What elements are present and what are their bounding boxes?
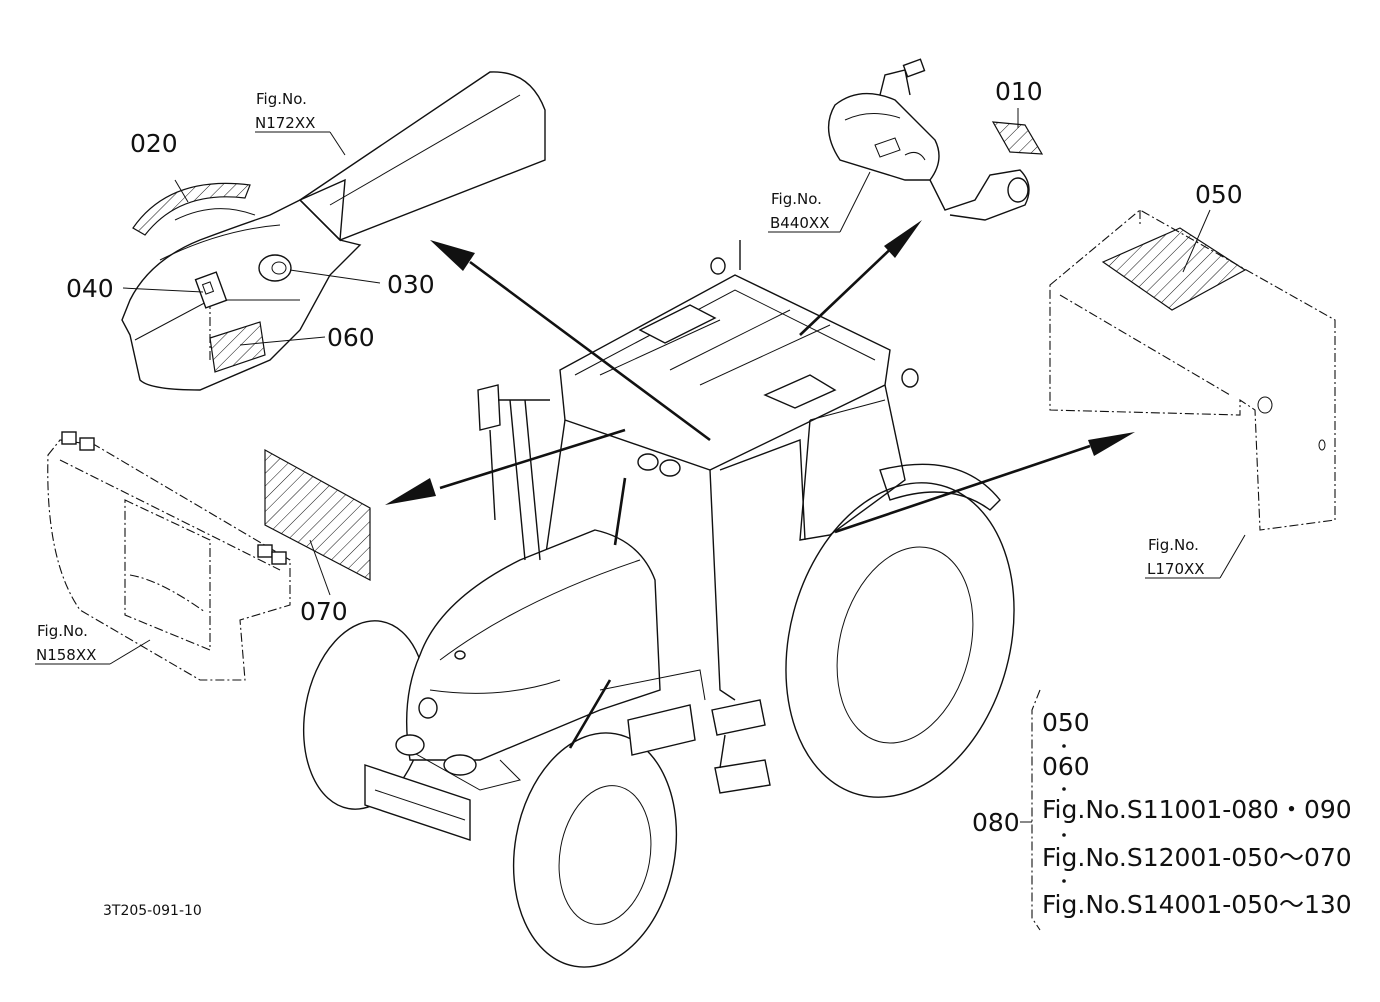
fig-ref-l170-line1: Fig.No. — [1148, 536, 1199, 554]
legend-item-2: 060 — [1042, 752, 1090, 781]
sun-visor-drawing — [47, 431, 291, 681]
callout-050: 050 — [1195, 180, 1243, 209]
part-010-pad — [991, 121, 1044, 155]
callout-010: 010 — [995, 77, 1043, 106]
callout-060: 060 — [327, 323, 375, 352]
callout-020: 020 — [130, 129, 178, 158]
callout-030: 030 — [387, 270, 435, 299]
legend-item-4: Fig.No.S12001-050～070 — [1042, 843, 1352, 872]
callout-040: 040 — [66, 274, 114, 303]
fig-ref-n172-line1: Fig.No. — [256, 90, 307, 108]
leader-lines — [35, 108, 1246, 931]
fig-ref-n158-line1: Fig.No. — [37, 622, 88, 640]
legend-item-3: Fig.No.S11001-080・090 — [1042, 795, 1352, 824]
drawing-code: 3T205-091-10 — [103, 903, 202, 919]
part-020-strip — [132, 182, 251, 236]
tractor-drawing — [302, 240, 1015, 968]
pointer-arrows — [385, 220, 1135, 749]
fig-ref-n158-line2: N158XX — [36, 646, 96, 664]
legend-dots — [1062, 744, 1066, 883]
fig-ref-b440-line1: Fig.No. — [771, 190, 822, 208]
callout-070: 070 — [300, 597, 348, 626]
part-070-sheet — [264, 448, 371, 581]
motor-drawing — [827, 58, 1030, 221]
armrest-drawing — [121, 71, 546, 391]
legend-item-1: 050 — [1042, 708, 1090, 737]
legend-item-5: Fig.No.S14001-050～130 — [1042, 890, 1352, 919]
fig-ref-n172-line2: N172XX — [255, 114, 315, 132]
fig-ref-l170-line2: L170XX — [1147, 560, 1205, 578]
fig-ref-b440-line2: B440XX — [770, 214, 829, 232]
rear-panel-drawing — [1049, 209, 1336, 531]
callout-080: 080 — [972, 808, 1020, 837]
